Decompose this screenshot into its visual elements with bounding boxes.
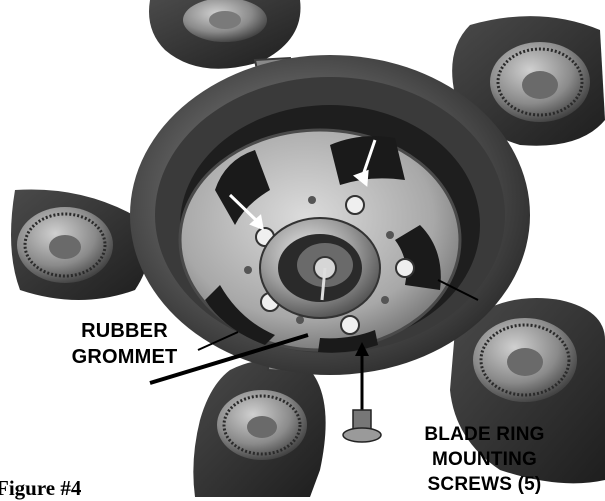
blade-ring-screws-label-line1: BLADE RING [424, 424, 545, 445]
rubber-grommet-pointer [149, 279, 479, 385]
fan-blade-bottom-right [450, 298, 605, 484]
fan-blade-bottom [193, 360, 326, 497]
rubber-grommet-label-line1: RUBBER [81, 320, 168, 342]
blade-ring-screws-label-line2: MOUNTING [431, 449, 538, 470]
rubber-grommet-label: RUBBER GROMMET [52, 318, 197, 370]
motor-hub [259, 217, 381, 319]
figure-caption: Figure #4 [0, 476, 82, 500]
mounting-screw-icon [342, 409, 382, 443]
rubber-grommet-label-line2: GROMMET [71, 346, 178, 368]
fan-blade-top-right [452, 16, 605, 146]
fan-blade-top [149, 0, 301, 69]
screw-pointer-arrow [355, 342, 369, 410]
indicator-arrows-white [228, 139, 377, 231]
blade-ring-screws-label-line3: SCREWS (5) [427, 474, 542, 495]
fan-blade-left [11, 189, 151, 300]
blade-ring-screws-label: BLADE RING MOUNTING SCREWS (5) [382, 422, 587, 497]
